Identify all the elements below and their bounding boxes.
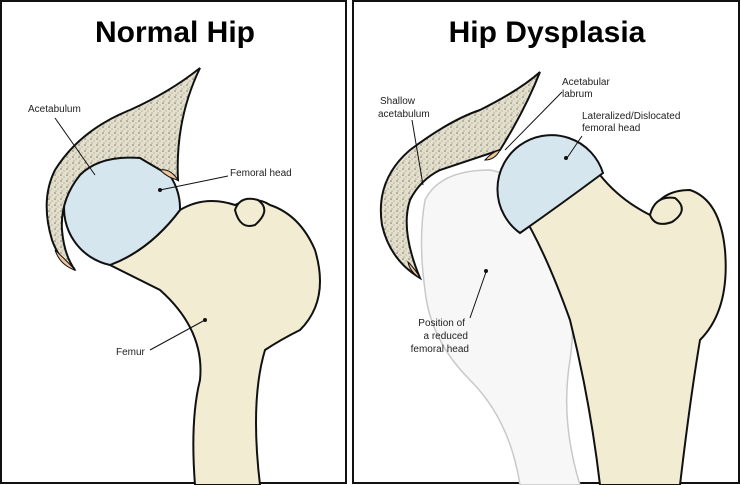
normal-hip-panel: Normal Hip Acetabulum Femoral head Femur bbox=[0, 0, 347, 485]
hip-dysplasia-panel: Hip Dysplasia Shallow acetabulum Acetabu… bbox=[352, 0, 740, 485]
label-reduced: Position of bbox=[418, 318, 465, 329]
label-acetabulum: Acetabulum bbox=[28, 104, 81, 115]
femur-shape bbox=[107, 199, 321, 485]
greater-trochanter bbox=[233, 197, 266, 227]
label-reduced-3: femoral head bbox=[411, 344, 469, 355]
dislocated-femoral-head-shape bbox=[496, 134, 605, 235]
femur-shape bbox=[518, 173, 727, 485]
label-dislocated-2: femoral head bbox=[582, 123, 640, 134]
label-shallow: Shallow bbox=[380, 96, 416, 107]
cartilage-tip bbox=[407, 260, 422, 280]
label-femur: Femur bbox=[116, 347, 146, 358]
label-femoral-head: Femoral head bbox=[230, 168, 292, 179]
label-labrum-2: labrum bbox=[562, 89, 593, 100]
labrum-shape bbox=[158, 169, 180, 181]
greater-trochanter bbox=[648, 196, 683, 225]
labrum-shape bbox=[483, 149, 501, 161]
panel-title: Normal Hip bbox=[95, 16, 255, 49]
label-shallow-2: acetabulum bbox=[378, 109, 430, 120]
panel-title: Hip Dysplasia bbox=[449, 16, 646, 49]
label-reduced-2: a reduced bbox=[424, 331, 468, 342]
cartilage-tip bbox=[54, 249, 77, 272]
label-labrum: Acetabular bbox=[562, 77, 610, 88]
label-dislocated: Lateralized/Dislocated bbox=[582, 111, 680, 122]
